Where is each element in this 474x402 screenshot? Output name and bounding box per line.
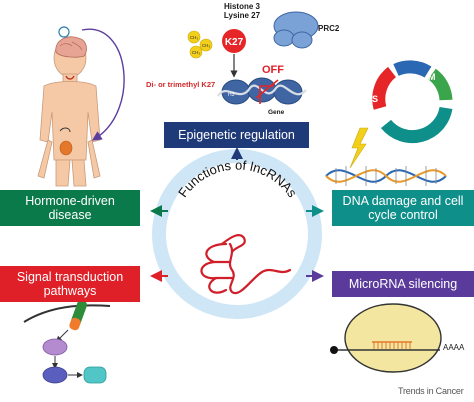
signal-transduction-label: Signal transduction pathways	[16, 270, 124, 298]
prc2-complex-icon	[273, 11, 319, 49]
svg-text:G2: G2	[396, 76, 408, 86]
organ-icon	[59, 140, 73, 156]
signal-transduction-box: Signal transduction pathways	[0, 266, 140, 302]
chromatin-icon: H3	[217, 77, 307, 105]
microrna-icon	[330, 303, 442, 373]
dna-damage-label: DNA damage and cell cycle control	[342, 194, 464, 222]
lncrna-structure-icon	[200, 234, 292, 295]
polya-tail-label: AAAA	[443, 343, 465, 352]
lightning-icon	[349, 127, 369, 169]
svg-text:G1: G1	[455, 100, 467, 110]
k27-label: K27	[225, 37, 244, 48]
svg-text:CH₃: CH₃	[202, 43, 210, 48]
cell-cycle-icon: G2 M G1 S	[372, 60, 467, 144]
svg-text:CH₃: CH₃	[192, 50, 200, 55]
histone-label: Histone 3 Lysine 27	[223, 2, 261, 20]
methyl-groups: CH₃ CH₃ CH₃	[187, 30, 213, 59]
k27-marker	[222, 29, 246, 53]
methyl-label: Di- or trimethyl K27	[146, 80, 216, 89]
epigenetic-regulation-label: Epigenetic regulation	[178, 128, 295, 142]
human-body-icon	[37, 26, 101, 187]
epigenetic-panel: CH₃ CH₃ CH₃ K27 H3	[187, 11, 319, 105]
svg-text:CH₃: CH₃	[190, 35, 198, 40]
svg-text:S: S	[372, 94, 378, 104]
thyroid-icon	[65, 75, 75, 80]
gene-off-symbol	[255, 79, 279, 104]
svg-text:H3: H3	[228, 92, 235, 98]
brand-label: Trends in Cancer	[398, 386, 464, 396]
gene-label: Gene	[268, 109, 285, 116]
microrna-silencing-box: MicroRNA silencing	[332, 271, 474, 297]
epigenetic-regulation-box: Epigenetic regulation	[164, 122, 309, 148]
off-label: OFF	[262, 64, 284, 76]
hormone-circulation-arrow	[81, 28, 125, 141]
hormone-driven-disease-box: Hormone-driven disease	[0, 190, 140, 226]
microrna-silencing-label: MicroRNA silencing	[348, 277, 458, 291]
brain-icon	[55, 36, 87, 58]
svg-text:M: M	[428, 72, 436, 82]
prc2-label: PRC2	[318, 24, 340, 33]
signal-transduction-icon	[23, 300, 111, 384]
hormone-driven-disease-label: Hormone-driven disease	[25, 194, 115, 222]
dna-damage-box: DNA damage and cell cycle control	[332, 190, 474, 226]
dna-helix-icon	[325, 166, 447, 186]
